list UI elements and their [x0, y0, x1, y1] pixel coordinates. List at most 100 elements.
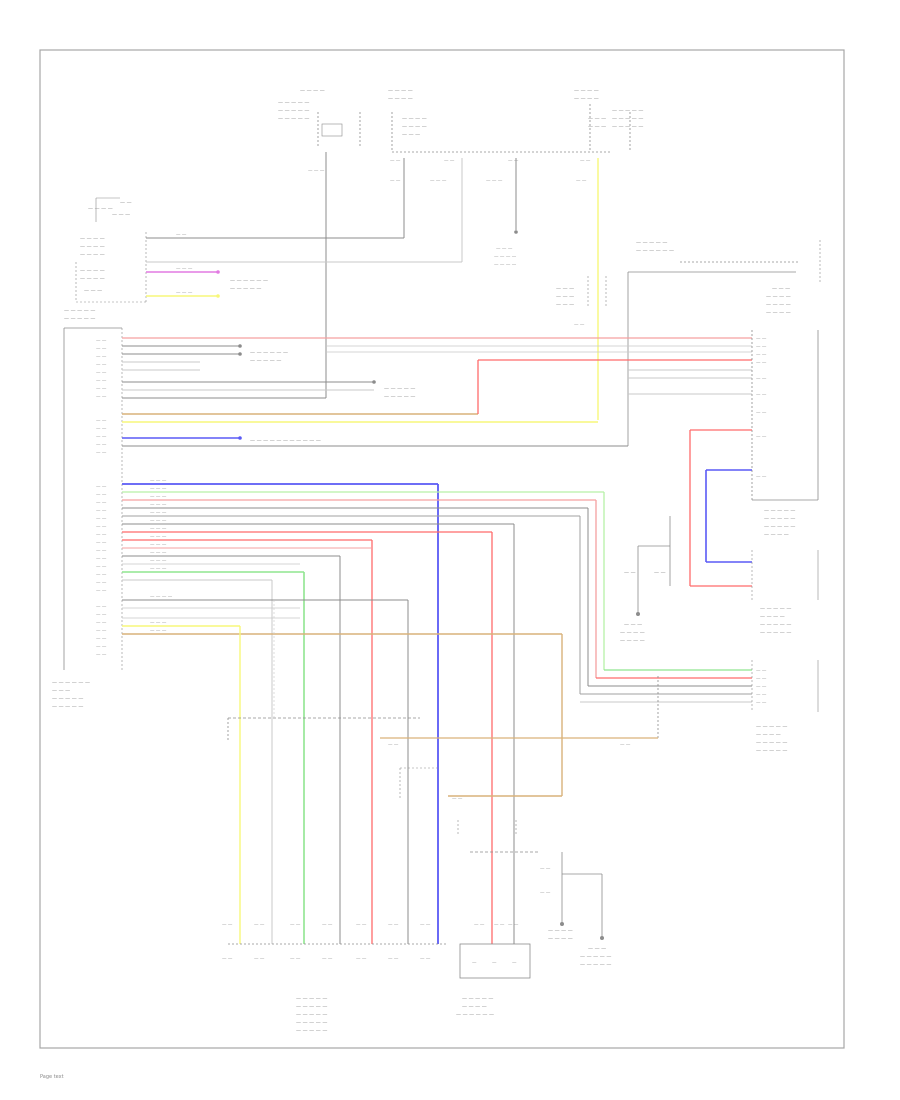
svg-text:— — — —: — — — —	[80, 276, 105, 282]
svg-text:— —: — —	[322, 923, 333, 928]
svg-text:— —: — —	[96, 493, 107, 498]
svg-text:— — —: — — —	[176, 291, 193, 296]
svg-text:— — — — —: — — — — —	[756, 740, 787, 746]
ecu-lower-bus	[122, 483, 752, 944]
svg-text:— — — —: — — — —	[548, 936, 573, 942]
svg-text:— —: — —	[96, 419, 107, 424]
svg-text:— — — — —: — — — — —	[296, 996, 327, 1002]
svg-text:— —: — —	[624, 570, 636, 576]
svg-text:— — — — —: — — — — —	[296, 1004, 327, 1010]
svg-text:—: —	[512, 961, 517, 966]
svg-text:— —: — —	[576, 179, 587, 184]
svg-text:— — —: — — —	[150, 487, 167, 492]
svg-text:— — — — —: — — — — —	[230, 286, 261, 292]
svg-text:— —: — —	[96, 581, 107, 586]
svg-text:— —: — —	[96, 573, 107, 578]
svg-text:— —: — —	[96, 443, 107, 448]
svg-text:— —: — —	[620, 743, 631, 748]
svg-text:— — — — —: — — — — —	[764, 516, 795, 522]
svg-text:— —: — —	[756, 393, 767, 398]
svg-text:— —: — —	[254, 957, 265, 962]
svg-text:— — — — —: — — — — —	[636, 240, 667, 246]
svg-text:— — —: — — —	[624, 622, 642, 628]
svg-text:— —: — —	[540, 891, 551, 896]
svg-text:— — — —: — — — —	[80, 244, 105, 250]
svg-text:— — — —: — — — —	[80, 268, 105, 274]
svg-text:— — — —: — — — —	[756, 732, 781, 738]
svg-text:— —: — —	[290, 957, 301, 962]
svg-text:— — —: — — —	[150, 567, 167, 572]
svg-text:— — —: — — —	[150, 629, 167, 634]
svg-text:— —: — —	[96, 621, 107, 626]
svg-text:— —: — —	[756, 475, 767, 480]
svg-text:— —: — —	[222, 923, 233, 928]
svg-text:— —: — —	[96, 355, 107, 360]
svg-text:— —: — —	[756, 669, 767, 674]
ground-branch-bottom: — — — — — — — — — — — — — — — — — — — — …	[470, 851, 611, 968]
svg-text:— — — — —: — — — — —	[612, 124, 643, 130]
svg-text:— — —: — — —	[772, 286, 790, 292]
svg-text:— — —: — — —	[430, 179, 447, 184]
svg-text:— — —: — — —	[150, 543, 167, 548]
svg-text:— — —: — — —	[52, 688, 70, 694]
relay-small: — — — — — — — — — — —	[556, 276, 607, 328]
ecu-main-left: — — — — — — — — — — — — — — — — — — — — …	[52, 308, 123, 710]
svg-text:— —: — —	[96, 629, 107, 634]
svg-text:— —: — —	[540, 867, 551, 872]
sensor-loop-wires: — — — — — — — — — — — — — — — — — — —	[689, 429, 819, 636]
svg-text:— —: — —	[474, 923, 485, 928]
svg-text:— —: — —	[574, 323, 585, 328]
svg-text:— — — —: — — — —	[462, 1004, 487, 1010]
svg-text:— — —: — — —	[150, 621, 167, 626]
svg-text:— — — —: — — — —	[494, 263, 517, 268]
svg-text:— —: — —	[96, 339, 107, 344]
svg-text:— —: — —	[388, 923, 399, 928]
svg-text:— — —: — — —	[588, 124, 606, 130]
svg-text:— — — — — — — — — — —: — — — — — — — — — — —	[250, 438, 321, 444]
page-footer-text: Page text	[40, 1074, 64, 1080]
svg-text:— —: — —	[96, 347, 107, 352]
svg-text:— — — — —: — — — — —	[760, 622, 791, 628]
switch-box-left: — — — — — — — — — — — — — — — — — — — — …	[75, 197, 147, 303]
svg-text:— — —: — — —	[150, 479, 167, 484]
shield-bracket: — —	[399, 767, 463, 802]
svg-text:— — — — —: — — — — —	[52, 696, 83, 702]
svg-text:— — — —: — — — —	[80, 236, 105, 242]
svg-text:— —: — —	[390, 159, 401, 164]
misc-dashed-marks	[273, 600, 517, 836]
svg-text:— — —: — — —	[112, 212, 130, 218]
svg-text:— — —: — — —	[84, 288, 102, 294]
svg-text:— — — —: — — — —	[766, 310, 791, 316]
svg-text:— —: — —	[96, 517, 107, 522]
svg-text:— — —: — — —	[486, 179, 503, 184]
svg-text:— — —: — — —	[150, 527, 167, 532]
svg-text:— —: — —	[96, 653, 107, 658]
svg-text:— — — — — —: — — — — — —	[250, 350, 288, 356]
svg-text:— — — —: — — — —	[764, 532, 789, 538]
lower-bus-labels: — — — — — — — — — — — — — — — — — — — — …	[150, 479, 173, 634]
svg-text:— — — — —: — — — — —	[764, 524, 795, 530]
svg-text:— —: — —	[254, 923, 265, 928]
svg-text:— —: — —	[120, 200, 132, 206]
svg-text:— —: — —	[96, 525, 107, 530]
svg-text:— — — — —: — — — — —	[580, 954, 611, 960]
svg-text:— —: — —	[96, 605, 107, 610]
svg-text:— —: — —	[176, 233, 187, 238]
svg-text:— — — —: — — — —	[402, 116, 427, 122]
svg-text:— — — —: — — — —	[620, 630, 645, 636]
fuse-block-center: — — — — — — — — — — — — — — — — — — —	[388, 88, 610, 153]
switch-wires: — — — — — — — — — — — — — — — — — — —	[146, 233, 462, 298]
svg-text:— — —: — — —	[588, 946, 606, 952]
svg-text:— — — —: — — — —	[760, 614, 785, 620]
svg-text:— —: — —	[420, 957, 431, 962]
svg-text:— — — —: — — — —	[388, 88, 413, 94]
svg-text:— —: — —	[508, 923, 519, 928]
svg-text:— —: — —	[96, 387, 107, 392]
svg-text:— —: — —	[388, 743, 399, 748]
svg-text:— —: — —	[96, 565, 107, 570]
sensor-lower-right: — — — — — — — — — — — — — — — — — — — — …	[380, 660, 819, 754]
svg-text:— —: — —	[96, 501, 107, 506]
svg-text:— —: — —	[494, 923, 505, 928]
svg-text:— —: — —	[756, 411, 767, 416]
svg-text:— — — — —: — — — — —	[612, 116, 643, 122]
